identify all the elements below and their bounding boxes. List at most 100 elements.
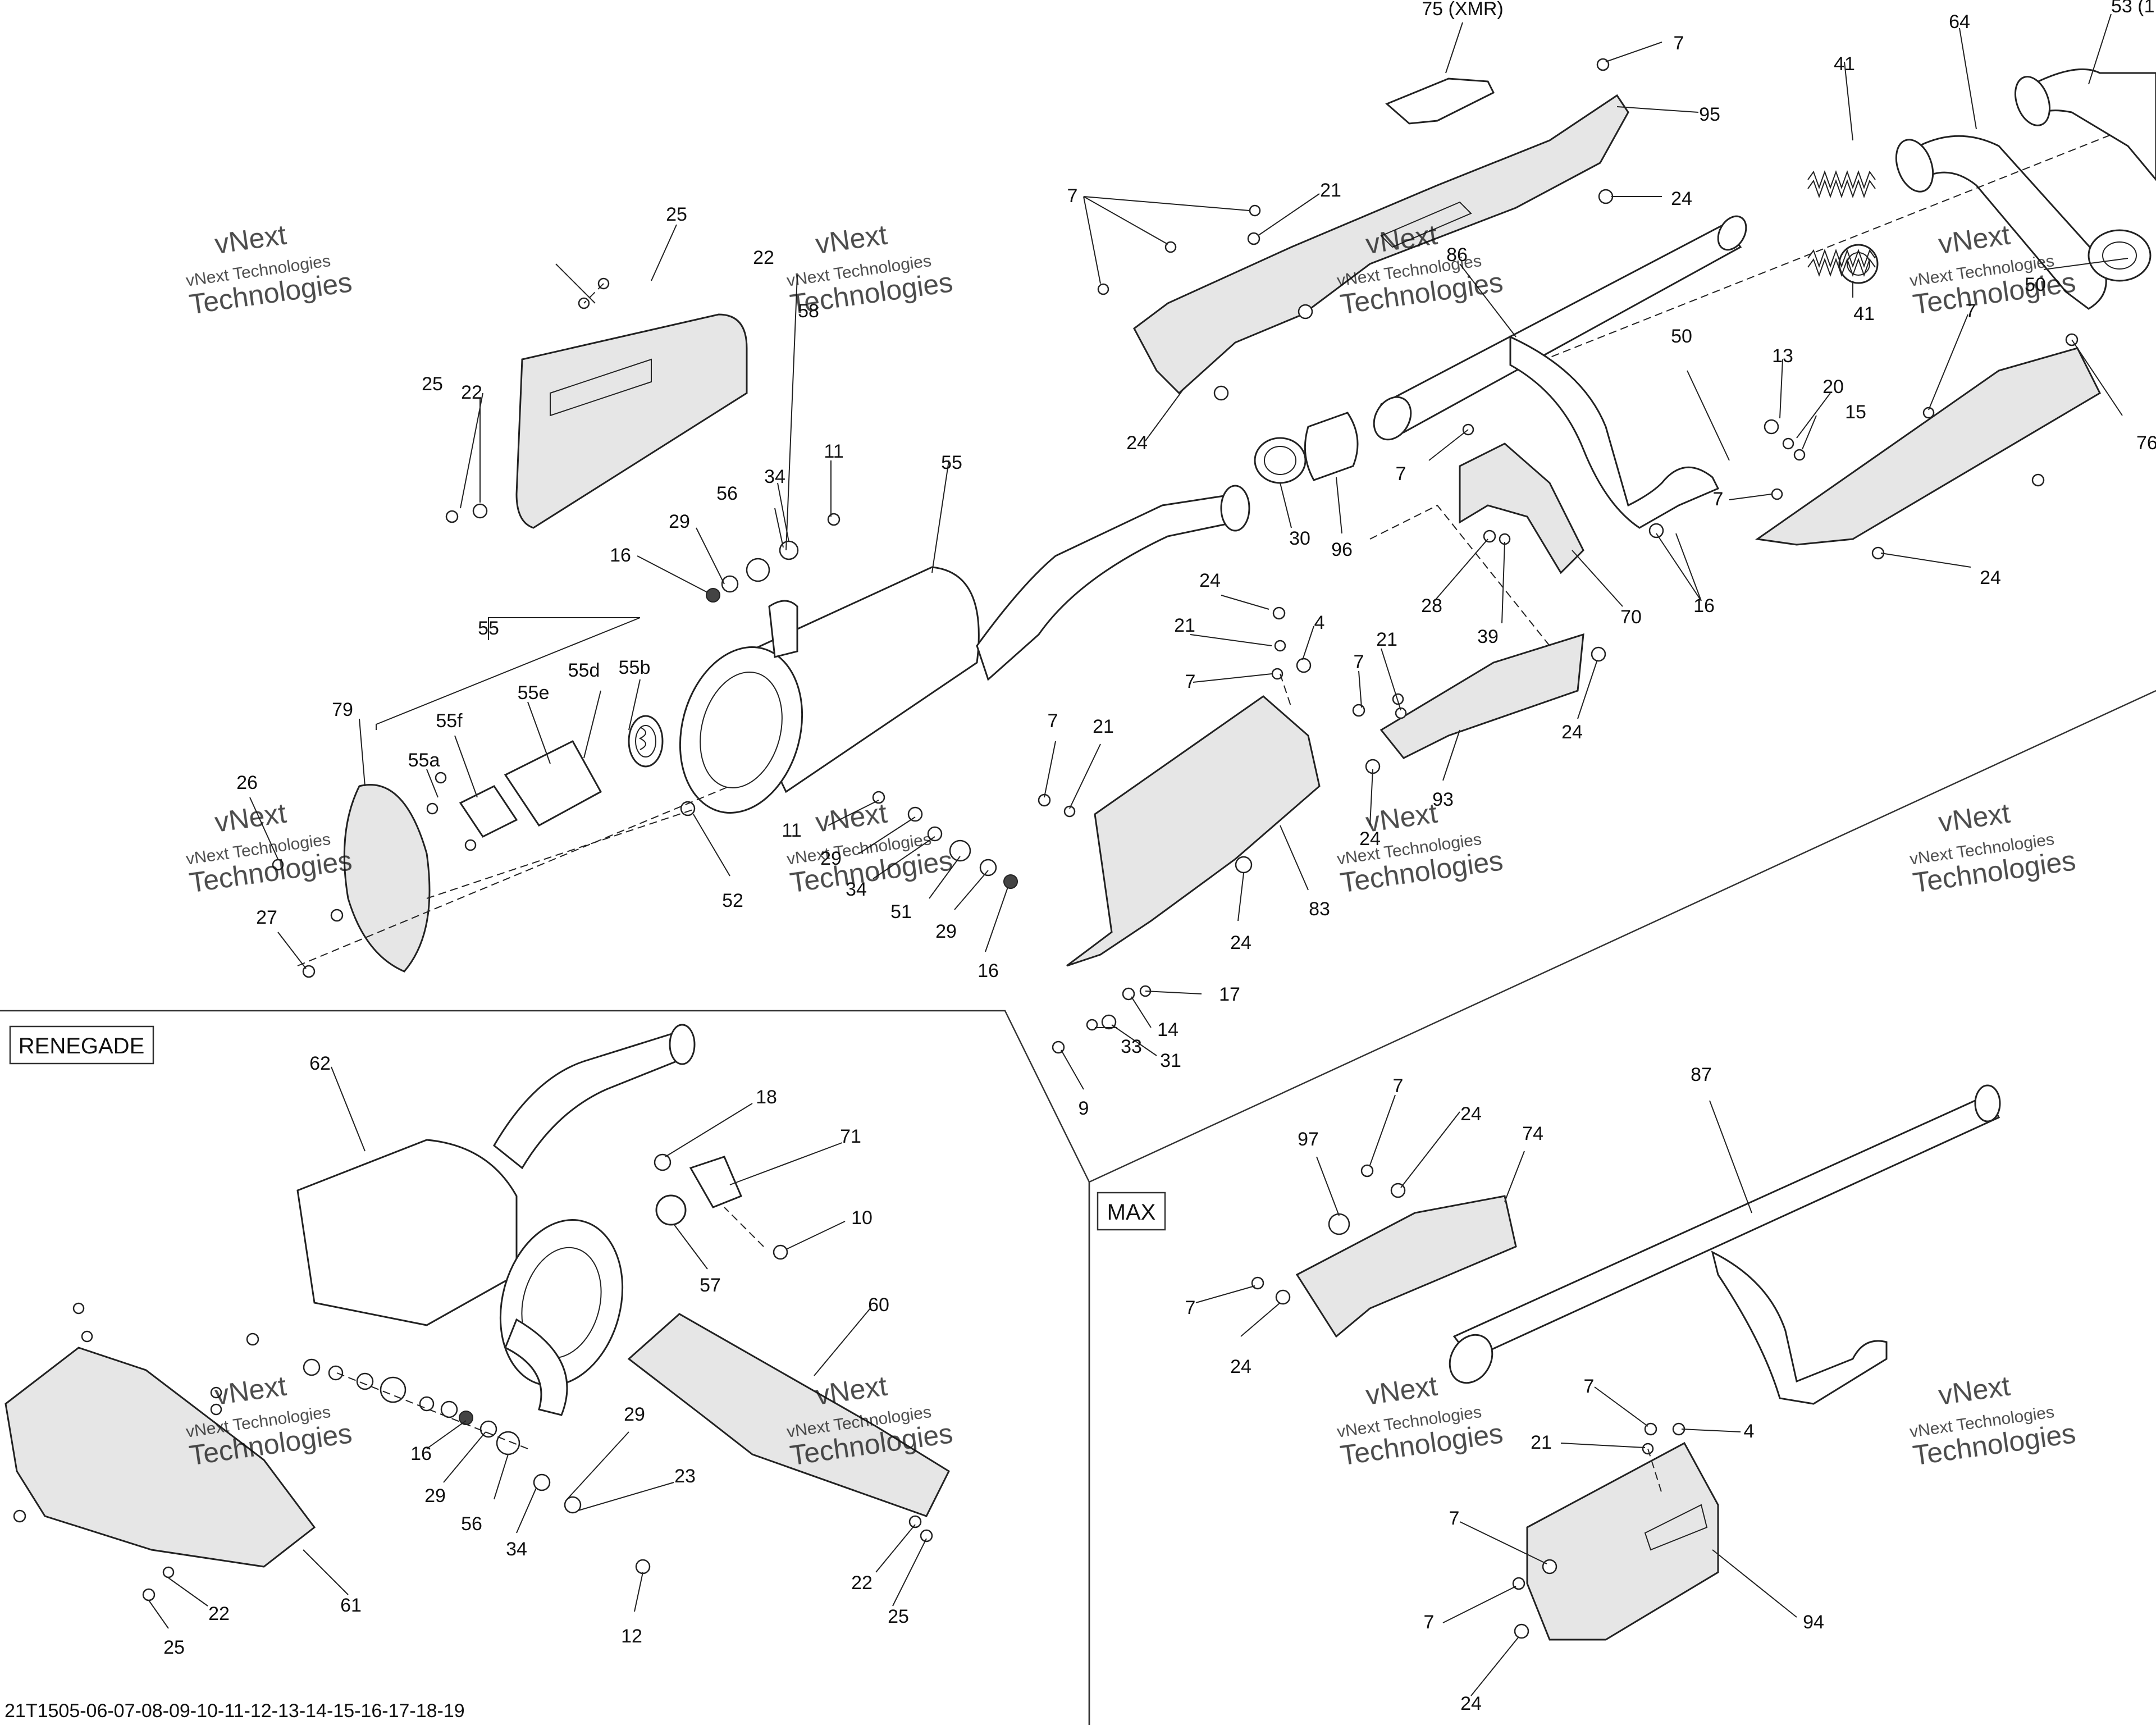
callout-96: 96 [1331, 539, 1353, 560]
watermark: vNext vNext Technologies Technologies [1336, 797, 1505, 899]
muffler-62 [296, 1024, 696, 1416]
shield-76 [1755, 347, 2101, 546]
callout-29-low: 29 [935, 921, 957, 942]
end-cap-61 [4, 1347, 316, 1568]
callout-21-top: 21 [1320, 180, 1341, 201]
grommet-57 [655, 1194, 687, 1226]
callout-50-right: 50 [2025, 274, 2046, 295]
callout-14: 14 [1157, 1019, 1179, 1041]
callout-55d: 55d [568, 660, 600, 681]
clamp-30 [1254, 437, 1307, 484]
callout-27: 27 [256, 907, 277, 928]
callout-24-max-top: 24 [1460, 1103, 1482, 1125]
heat-shield-95 [1133, 94, 1629, 395]
callout-23: 23 [674, 1466, 696, 1487]
callout-7-shield83: 7 [1048, 710, 1058, 732]
callout-25-shield60: 25 [888, 1606, 909, 1627]
svg-text:vNext: vNext [814, 797, 889, 838]
callout-55a: 55a [408, 750, 440, 771]
callout-97: 97 [1298, 1129, 1319, 1150]
callout-11-bottom: 11 [782, 820, 801, 841]
callout-24-shield95: 24 [1126, 432, 1148, 454]
svg-text:vNext: vNext [213, 219, 288, 260]
callout-33: 33 [1121, 1036, 1142, 1057]
watermark: vNext vNext Technologies Technologies [1908, 1370, 2077, 1472]
callout-16-top: 16 [610, 545, 631, 566]
svg-text:vNext: vNext [1936, 797, 2012, 838]
watermark: vNext vNext Technologies Technologies [1908, 797, 2077, 899]
callout-50-left: 50 [1671, 326, 1692, 347]
callout-55e: 55e [518, 682, 550, 704]
callout-79: 79 [332, 699, 353, 720]
callout-74: 74 [1522, 1123, 1543, 1144]
callout-7-max-bottom: 7 [1424, 1612, 1435, 1633]
callout-7-cluster: 7 [1067, 185, 1078, 207]
svg-text:vNext: vNext [1936, 219, 2012, 260]
sleeve-96 [1304, 412, 1359, 481]
callout-52: 52 [722, 890, 743, 911]
callout-16-right: 16 [1693, 595, 1715, 617]
callout-7-top: 7 [1674, 33, 1684, 54]
callout-26: 26 [236, 772, 258, 793]
callout-24-low: 24 [1359, 828, 1381, 850]
callout-16-renegade: 16 [410, 1443, 432, 1464]
callout-55f: 55f [436, 710, 463, 732]
bracket-93 [1380, 633, 1584, 759]
callout-94: 94 [1803, 1612, 1824, 1633]
callout-86: 86 [1446, 244, 1468, 266]
svg-text:vNext: vNext [1936, 1370, 2012, 1411]
callout-93: 93 [1432, 789, 1454, 810]
callout-21-shield83: 21 [1093, 716, 1114, 737]
max-section-frame [1088, 690, 2156, 1725]
callout-55-main: 55 [941, 452, 962, 473]
callout-4-top: 4 [1314, 612, 1325, 633]
callout-7-max-left: 7 [1185, 1297, 1196, 1318]
callout-51: 51 [890, 901, 912, 923]
callout-30: 30 [1289, 528, 1310, 549]
svg-text:vNext: vNext [814, 219, 889, 260]
callout-29-renegade: 29 [424, 1485, 446, 1507]
callout-25-cap61: 25 [163, 1637, 185, 1658]
callout-24-max-left: 24 [1230, 1356, 1251, 1377]
callout-22-cap61: 22 [208, 1603, 230, 1624]
main-pipe-86 [1373, 215, 1747, 529]
callout-13: 13 [1772, 345, 1793, 367]
callout-64: 64 [1949, 11, 1970, 33]
shield-94 [1526, 1441, 1719, 1641]
callout-21-max: 21 [1531, 1432, 1552, 1453]
callout-76: 76 [2136, 432, 2156, 454]
callout-95: 95 [1699, 104, 1720, 125]
head-pipe-elbows [1838, 68, 2156, 310]
max-label: MAX [1107, 1200, 1156, 1225]
callout-7-r2: 7 [1713, 489, 1724, 510]
heat-shield-58 [515, 313, 748, 529]
callout-24-bracket93: 24 [1561, 722, 1583, 743]
callout-71: 71 [840, 1126, 861, 1147]
callout-75-xmr: 75 (XMR) [1422, 0, 1503, 20]
callout-25-top: 25 [666, 204, 687, 225]
callout-15: 15 [1845, 401, 1866, 423]
callout-7-right: 7 [1354, 651, 1364, 673]
callout-55b: 55b [619, 657, 651, 678]
callout-28: 28 [1421, 595, 1442, 617]
plate-75 [1385, 77, 1495, 125]
callout-70: 70 [1620, 606, 1642, 628]
callout-56-top: 56 [716, 483, 738, 504]
callout-60: 60 [868, 1294, 889, 1316]
callout-24-shield76: 24 [1980, 567, 2001, 588]
callout-7-center: 7 [1185, 671, 1196, 692]
svg-text:vNext: vNext [213, 797, 288, 838]
hardware-items [13, 58, 2079, 1639]
max-label-box [1097, 1192, 1166, 1231]
callout-7-max-top: 7 [1393, 1075, 1404, 1097]
callout-22-top: 22 [753, 247, 774, 268]
callout-21-right: 21 [1376, 629, 1397, 650]
callout-24-max-bottom: 24 [1460, 1693, 1482, 1714]
callout-12: 12 [621, 1626, 642, 1647]
callout-18: 18 [756, 1087, 777, 1108]
callout-34-renegade: 34 [506, 1539, 527, 1560]
end-cap-79 [343, 784, 431, 973]
muffler-55-subparts [459, 715, 664, 838]
shield-74 [1295, 1195, 1517, 1338]
